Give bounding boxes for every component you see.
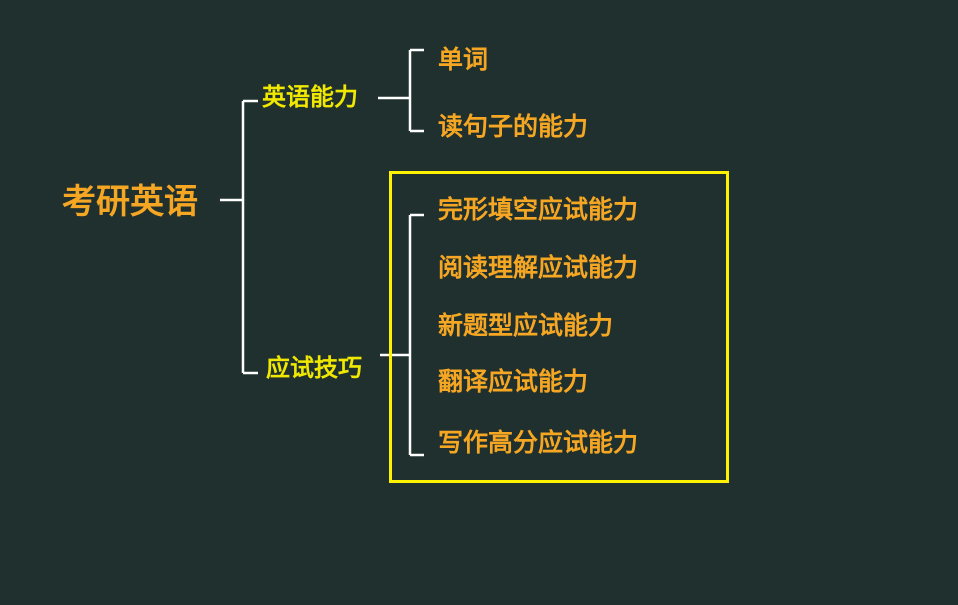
root-node-label: 考研英语 — [62, 182, 198, 222]
branch-english-ability-label: 英语能力 — [262, 83, 358, 111]
leaf-reading-comprehension: 阅读理解应试能力 — [438, 253, 639, 282]
leaf-vocabulary: 单词 — [438, 45, 489, 74]
leaf-writing: 写作高分应试能力 — [438, 428, 639, 457]
leaf-translation: 翻译应试能力 — [438, 367, 589, 396]
leaf-new-question-type: 新题型应试能力 — [438, 311, 614, 340]
leaf-cloze: 完形填空应试能力 — [438, 195, 639, 224]
branch-exam-skills-label: 应试技巧 — [266, 354, 362, 382]
leaf-sentence-reading: 读句子的能力 — [438, 112, 589, 141]
highlight-box — [389, 171, 729, 483]
